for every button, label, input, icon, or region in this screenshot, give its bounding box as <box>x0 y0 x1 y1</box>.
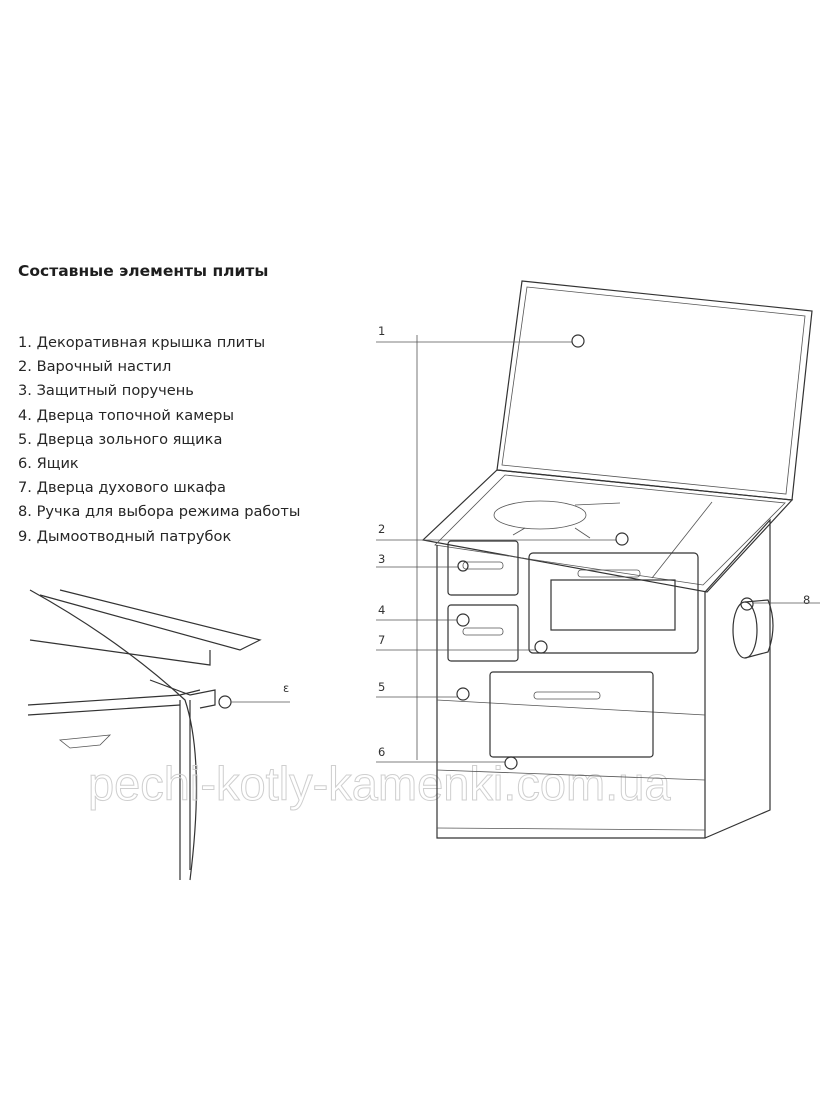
callout-6: 6 <box>376 745 518 770</box>
callout-2: 2 <box>376 522 629 546</box>
oven-window <box>550 579 676 631</box>
callout-1: 1 <box>376 324 585 348</box>
callout-7: 7 <box>376 633 548 654</box>
legend-item: 3. Защитный поручень <box>18 382 194 400</box>
legend-item: 8. Ручка для выбора режима работы <box>18 503 301 521</box>
callout-inset-label: ε <box>283 681 289 695</box>
legend-item: 7. Дверца духового шкафа <box>18 479 226 497</box>
callout-number: 2 <box>378 522 385 536</box>
callout-number: 6 <box>378 745 385 759</box>
legend-item: 6. Ящик <box>18 455 79 473</box>
firebox-door <box>447 540 519 596</box>
diagram-title: Составные элементы плиты <box>18 262 269 280</box>
flue-pipe <box>732 601 758 659</box>
watermark: pechi-kotly-kamenki.com.ua <box>88 757 671 810</box>
drawer <box>489 671 654 758</box>
inset-detail: ε <box>27 589 290 881</box>
callout-3: 3 <box>376 552 469 572</box>
callout-number: 3 <box>378 552 385 566</box>
callout-8: 8 <box>740 593 820 611</box>
callout-4: 4 <box>376 603 470 627</box>
legend-item: 2. Варочный настил <box>18 358 172 376</box>
callout-number: 8 <box>803 593 810 607</box>
legend-item: 9. Дымоотводный патрубок <box>18 527 232 545</box>
callout-5: 5 <box>376 680 470 701</box>
oven-door <box>528 552 699 654</box>
ash-door <box>447 604 519 662</box>
legend-item: 4. Дверца топочной камеры <box>18 406 234 424</box>
legend-item: 1. Декоративная крышка плиты <box>18 334 266 351</box>
callout-number: 7 <box>378 633 385 647</box>
decorative-lid <box>496 280 813 501</box>
legend-item: 5. Дверца зольного ящика <box>18 430 223 448</box>
stove-body <box>436 518 774 839</box>
callout-number: 5 <box>378 680 385 694</box>
parts-legend: 1. Декоративная крышка плиты 2. Варочный… <box>18 331 300 549</box>
callout-number: 1 <box>378 324 385 338</box>
cooktop <box>421 469 794 593</box>
callout-number: 4 <box>378 603 385 617</box>
